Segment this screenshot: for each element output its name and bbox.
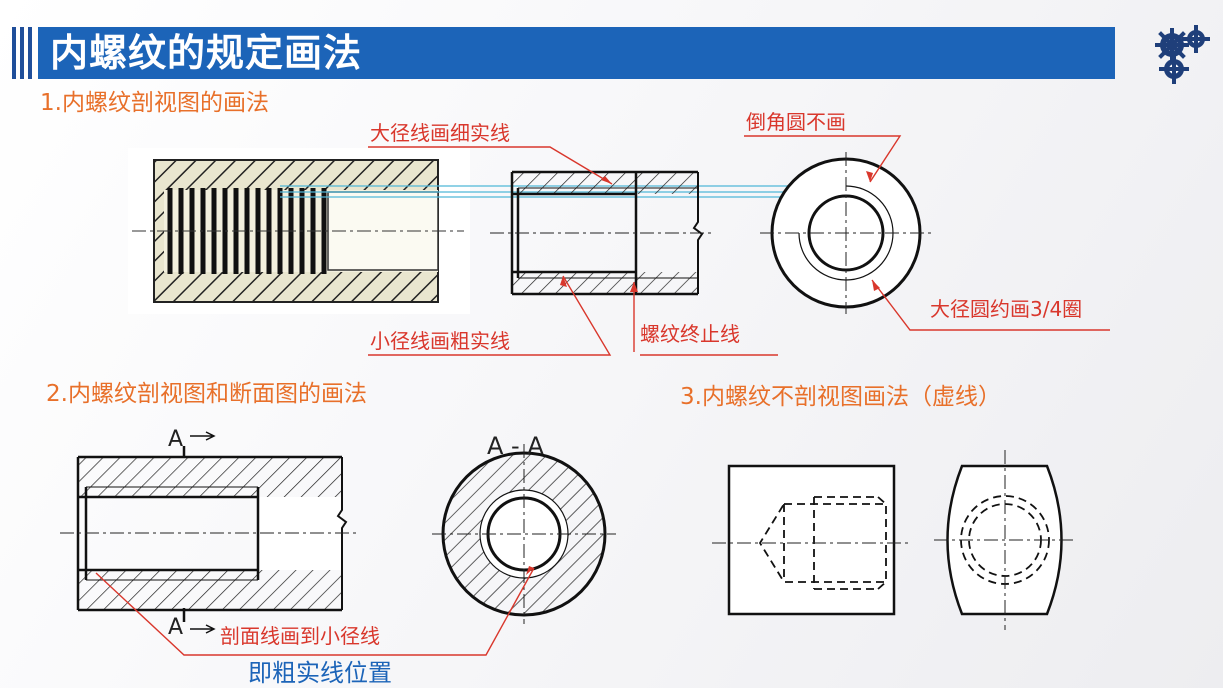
label-hatch-to-minor: 剖面线画到小径线 bbox=[220, 624, 380, 648]
hidden-line-view bbox=[712, 464, 912, 616]
label-thread-end-line: 螺纹终止线 bbox=[640, 322, 740, 346]
label-no-chamfer-circle: 倒角圆不画 bbox=[746, 110, 846, 134]
title-bar: 内螺纹的规定画法 bbox=[0, 27, 1115, 79]
title-stripe bbox=[28, 27, 32, 79]
section-aa-label: A - A bbox=[487, 432, 544, 460]
label-major-diameter-thin: 大径线画细实线 bbox=[370, 121, 510, 145]
end-view-1 bbox=[760, 152, 932, 314]
cutting-plane-label-top: A bbox=[168, 427, 184, 452]
hidden-line-end-view bbox=[934, 450, 1076, 630]
thread-photo bbox=[128, 148, 470, 314]
label-major-circle-3-4: 大径圆约画3/4圈 bbox=[930, 297, 1083, 321]
section-heading-3: 3.内螺纹不剖视图画法（虚线） bbox=[680, 384, 1001, 410]
leader-lines bbox=[95, 135, 1110, 656]
leader-arrowheads bbox=[526, 171, 880, 575]
slide-title: 内螺纹的规定画法 bbox=[50, 31, 363, 75]
section-heading-1: 1.内螺纹剖视图的画法 bbox=[40, 90, 269, 116]
section-aa-view bbox=[432, 444, 616, 624]
label-minor-diameter-thick: 小径线画粗实线 bbox=[370, 329, 510, 353]
title-stripe bbox=[20, 27, 24, 79]
title-stripe bbox=[12, 27, 16, 79]
label-thick-line-position: 即粗实线位置 bbox=[248, 659, 392, 687]
title-background bbox=[38, 27, 1115, 79]
section-view-2 bbox=[60, 431, 360, 634]
section-heading-2: 2.内螺纹剖视图和断面图的画法 bbox=[46, 381, 367, 407]
gears-icon bbox=[1155, 25, 1210, 84]
cutting-plane-label-bottom: A bbox=[168, 615, 184, 640]
section-view-1 bbox=[490, 170, 712, 296]
